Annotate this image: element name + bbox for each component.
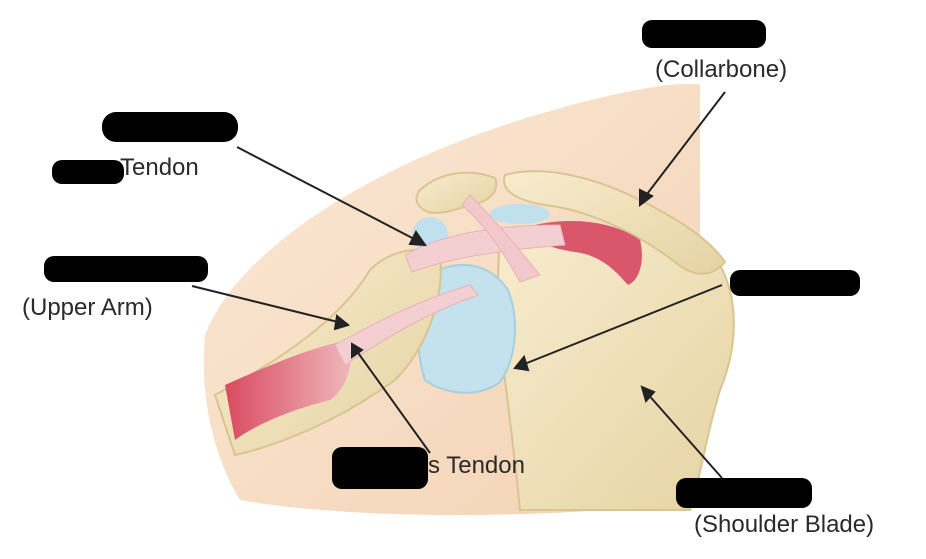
top-cartilage [490, 204, 550, 224]
clavicle-sub-label: (Collarbone) [655, 56, 788, 83]
biceps-muscle [225, 340, 352, 440]
supraspinatus-tendon [404, 224, 566, 273]
scapula-bone [496, 239, 735, 511]
redaction-top-tendon-line1 [102, 112, 238, 142]
arrow-scapula [645, 391, 723, 479]
redaction-top-tendon-line2 [52, 160, 124, 184]
arrow-top-tendon [236, 146, 419, 242]
arrow-top-tendon-head [408, 230, 428, 247]
biceps-tendon [334, 284, 479, 366]
redaction-scapula [676, 478, 812, 508]
arrow-bottom-tendon-head [351, 342, 364, 359]
arrow-humerus-head [333, 314, 351, 331]
bottom-tendon-label: s Tendon [428, 452, 525, 479]
top-tendon-label: Tendon [120, 154, 199, 181]
clavicle-bone [503, 170, 727, 275]
scapula-sub-label: (Shoulder Blade) [694, 511, 875, 538]
arrow-clavicle-head [639, 188, 654, 207]
arrow-clavicle [643, 91, 726, 199]
humerus-sub-label: (Upper Arm) [22, 294, 153, 321]
arrow-glenoid [521, 284, 723, 366]
arrow-bottom-tendon [355, 349, 431, 454]
arrow-glenoid-head [513, 354, 530, 372]
pointer-lines [191, 91, 726, 479]
arrow-humerus [191, 285, 343, 324]
redaction-clavicle [642, 20, 766, 48]
redaction-humerus [44, 256, 208, 282]
arrow-scapula-head [640, 385, 656, 404]
redaction-glenoid [730, 270, 860, 296]
coracoid-tendon [461, 194, 541, 283]
redaction-bottom-tendon [332, 447, 428, 489]
